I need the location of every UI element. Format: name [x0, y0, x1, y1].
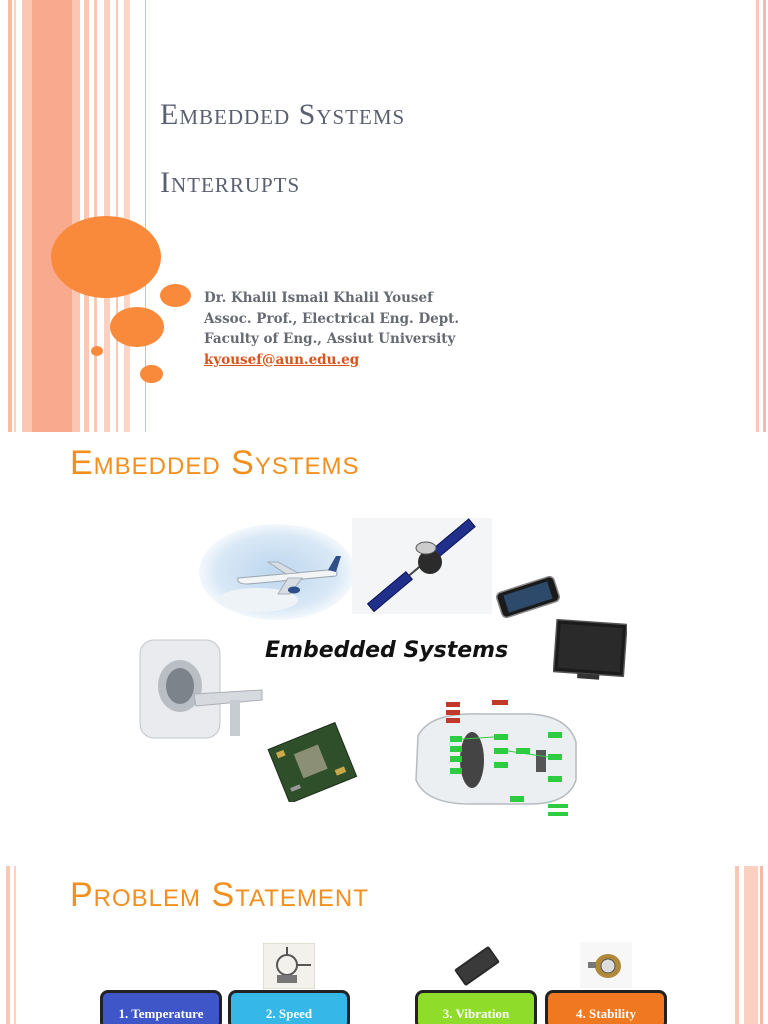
vibration-box: 3. Vibration: [415, 990, 537, 1024]
decor-stripe: [14, 0, 16, 432]
decor-stripe: [760, 866, 763, 1024]
decor-stripe: [14, 866, 16, 1024]
problem-statement-slide: Problem Statement 1. Temperature 2. Spee…: [0, 866, 768, 1024]
vibration-sensor-image: [454, 946, 500, 986]
decor-stripe: [6, 866, 10, 1024]
author-email-link[interactable]: kyousef@aun.edu.eg: [204, 351, 360, 368]
embedded-systems-slide: Embedded Systems: [0, 432, 768, 866]
mri-scanner-image: [139, 639, 263, 739]
speed-sensor-image: [263, 943, 315, 989]
author-block: Dr. Khalil Ismail Khalil Yousef Assoc. P…: [204, 288, 459, 370]
slide-title: Problem Statement: [70, 876, 369, 914]
decor-stripe: [756, 0, 759, 432]
decor-bubble: [160, 284, 191, 307]
tv-image: [553, 618, 627, 680]
decor-stripe: [84, 0, 89, 432]
box-label: 2. Speed: [265, 1006, 313, 1021]
embedded-systems-label: Embedded Systems: [265, 638, 509, 663]
satellite-image: [352, 518, 492, 614]
circuit-board-image: [267, 722, 358, 802]
decor-stripe: [735, 866, 739, 1024]
car-diagram-image: [400, 696, 586, 822]
decor-stripe: [744, 866, 758, 1024]
decor-stripe: [32, 0, 72, 432]
slide-subtitle: Interrupts: [160, 166, 301, 199]
box-label: 3. Vibration: [442, 1006, 510, 1021]
decor-bubble: [91, 346, 103, 356]
box-label: 4. Stability: [576, 1006, 636, 1021]
author-name: Dr. Khalil Ismail Khalil Yousef: [204, 290, 433, 306]
author-affiliation: Faculty of Eng., Assiut University: [204, 331, 456, 347]
stability-sensor-image: [580, 942, 632, 988]
speed-box: 2. Speed: [228, 990, 350, 1024]
decor-bubble: [110, 307, 164, 347]
decor-stripe: [763, 0, 766, 432]
airplane-image: [199, 524, 355, 620]
slide-title: Embedded Systems: [160, 98, 406, 131]
smartphone-image: [496, 575, 560, 619]
temperature-box: 1. Temperature: [100, 990, 222, 1024]
decor-bubble: [140, 365, 163, 383]
decor-stripe: [8, 0, 12, 432]
decor-line: [145, 0, 146, 432]
slide-title: Embedded Systems: [70, 444, 360, 482]
box-label: 1. Temperature: [118, 1006, 204, 1021]
stability-box: 4. Stability: [545, 990, 667, 1024]
author-position: Assoc. Prof., Electrical Eng. Dept.: [204, 310, 460, 327]
title-slide: Embedded Systems Interrupts Dr. Khalil I…: [0, 0, 768, 432]
decor-bubble: [51, 216, 161, 298]
decor-stripe: [124, 0, 130, 432]
